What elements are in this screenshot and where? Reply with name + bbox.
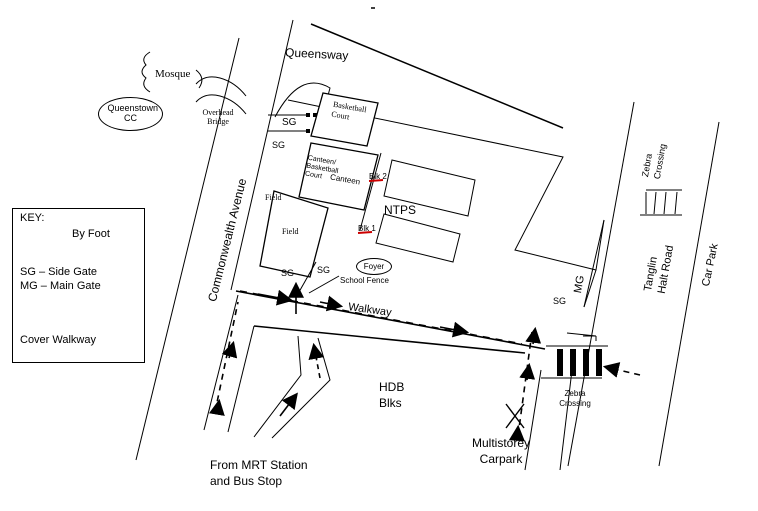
route-carpark-dash: [517, 331, 533, 437]
from-mrt-label: From MRT Station and Bus Stop: [210, 458, 308, 489]
zebra-crossing-bottom-road-2: [559, 369, 573, 471]
field-top-label: Field: [265, 193, 282, 202]
foyer-marker: Foyer: [356, 258, 392, 275]
zebra-stripe-1: [557, 349, 563, 376]
school-boundary: [287, 99, 605, 271]
commonwealth-avenue-right-line: [230, 19, 294, 291]
blk1-red-marker: [357, 231, 373, 234]
zebra-crossing-label: Zebra Crossing: [559, 389, 591, 408]
key-title: KEY:: [20, 212, 45, 224]
route-walkway-dash: [239, 290, 523, 345]
blk2-red-marker: [368, 179, 384, 182]
main-gate-line: [583, 269, 597, 308]
sg-left-label: SG: [272, 140, 286, 150]
blk1-label: Blk 1: [358, 224, 376, 233]
block-1-building: [375, 213, 461, 263]
mosque-label: Mosque: [155, 68, 191, 80]
zebra-top-line-3: [653, 191, 657, 215]
canteen-building: [298, 142, 379, 211]
route-mrt-arrow-2: [308, 342, 325, 379]
block-2-building: [383, 159, 476, 217]
key-cover-walkway-label: Cover Walkway: [20, 334, 96, 346]
key-sg-label: SG – Side Gate: [20, 266, 98, 278]
ntps-label: NTPS: [384, 203, 417, 217]
zebra-top-line-5: [674, 191, 678, 215]
school-fence-line-2: [308, 275, 340, 294]
sg-top-marker-2: [313, 113, 317, 117]
field-label: Field: [282, 227, 299, 236]
school-fence-label: School Fence: [340, 276, 389, 285]
overhead-bridge-bracket-top: [195, 76, 247, 97]
multistorey-carpark-label: Multistorey Carpark: [471, 436, 530, 466]
tanglin-road-line-1: [567, 101, 635, 467]
zebra-crossing-bottom-road-1: [524, 369, 542, 471]
school-boundary-right: [583, 219, 605, 308]
block-2-boundary: [359, 152, 382, 231]
route-carpark-arrow-2: [519, 362, 536, 381]
sg-top-marker-3: [306, 129, 310, 133]
walkway-line-bottom: [253, 325, 526, 354]
route-carpark-arrow-3: [525, 326, 542, 345]
zebra-stripe-4: [596, 349, 602, 376]
overhead-bridge-bracket-bottom: [195, 94, 247, 115]
commonwealth-avenue-left-line: [135, 37, 240, 461]
road-left-2: [227, 325, 255, 433]
driveway-curve: [274, 82, 331, 134]
hdb-blks-label: HDB Blks: [379, 380, 405, 410]
route-left-arrow-1: [209, 398, 225, 416]
route-mrt-arrow-1: [279, 392, 298, 417]
sg-top-marker-1: [306, 113, 310, 117]
overhead-bridge-label: Overhead Bridge: [202, 108, 234, 126]
route-walkway-arrow-2: [319, 295, 344, 312]
route-carpark-arrow-1: [508, 424, 525, 442]
map-key: [12, 208, 145, 363]
key-mg-label: MG – Main Gate: [20, 280, 101, 292]
route-walkway-arrow-1: [257, 289, 294, 306]
sg-bottom-1-label: SG: [281, 268, 295, 278]
mrt-path-right: [271, 337, 331, 439]
route-left-arrow-2: [221, 340, 238, 359]
tanglin-road-line-2: [658, 121, 720, 467]
sg-top-label: SG: [282, 117, 297, 128]
mosque-brace-right: [195, 69, 203, 89]
carpark-x-line-2: [505, 403, 525, 429]
queensway-road-line: [310, 23, 564, 129]
queenstown-cc-marker: Queenstown CC: [98, 97, 163, 131]
road-left-1: [203, 294, 239, 431]
route-left-dash: [214, 301, 239, 413]
route-walkway-arrow-3: [439, 321, 470, 338]
foyer-label: Foyer: [363, 262, 385, 271]
key-by-foot-label: By Foot: [72, 228, 110, 240]
mosque-brace-left: [141, 51, 151, 93]
basketball-court-building: [310, 92, 379, 147]
route-zebra-dash: [602, 362, 641, 378]
zebra-top-line-4: [663, 191, 667, 215]
field-area: [259, 190, 329, 278]
sg-mg-label: SG: [553, 296, 567, 306]
blk2-label: Blk 2: [369, 172, 387, 181]
queenstown-cc-label: Queenstown CC: [107, 103, 159, 123]
mrt-path-left: [253, 335, 302, 438]
zebra-stripe-2: [570, 349, 576, 376]
zebra-stripe-3: [583, 349, 589, 376]
sg-bottom-2-label: SG: [317, 265, 331, 275]
